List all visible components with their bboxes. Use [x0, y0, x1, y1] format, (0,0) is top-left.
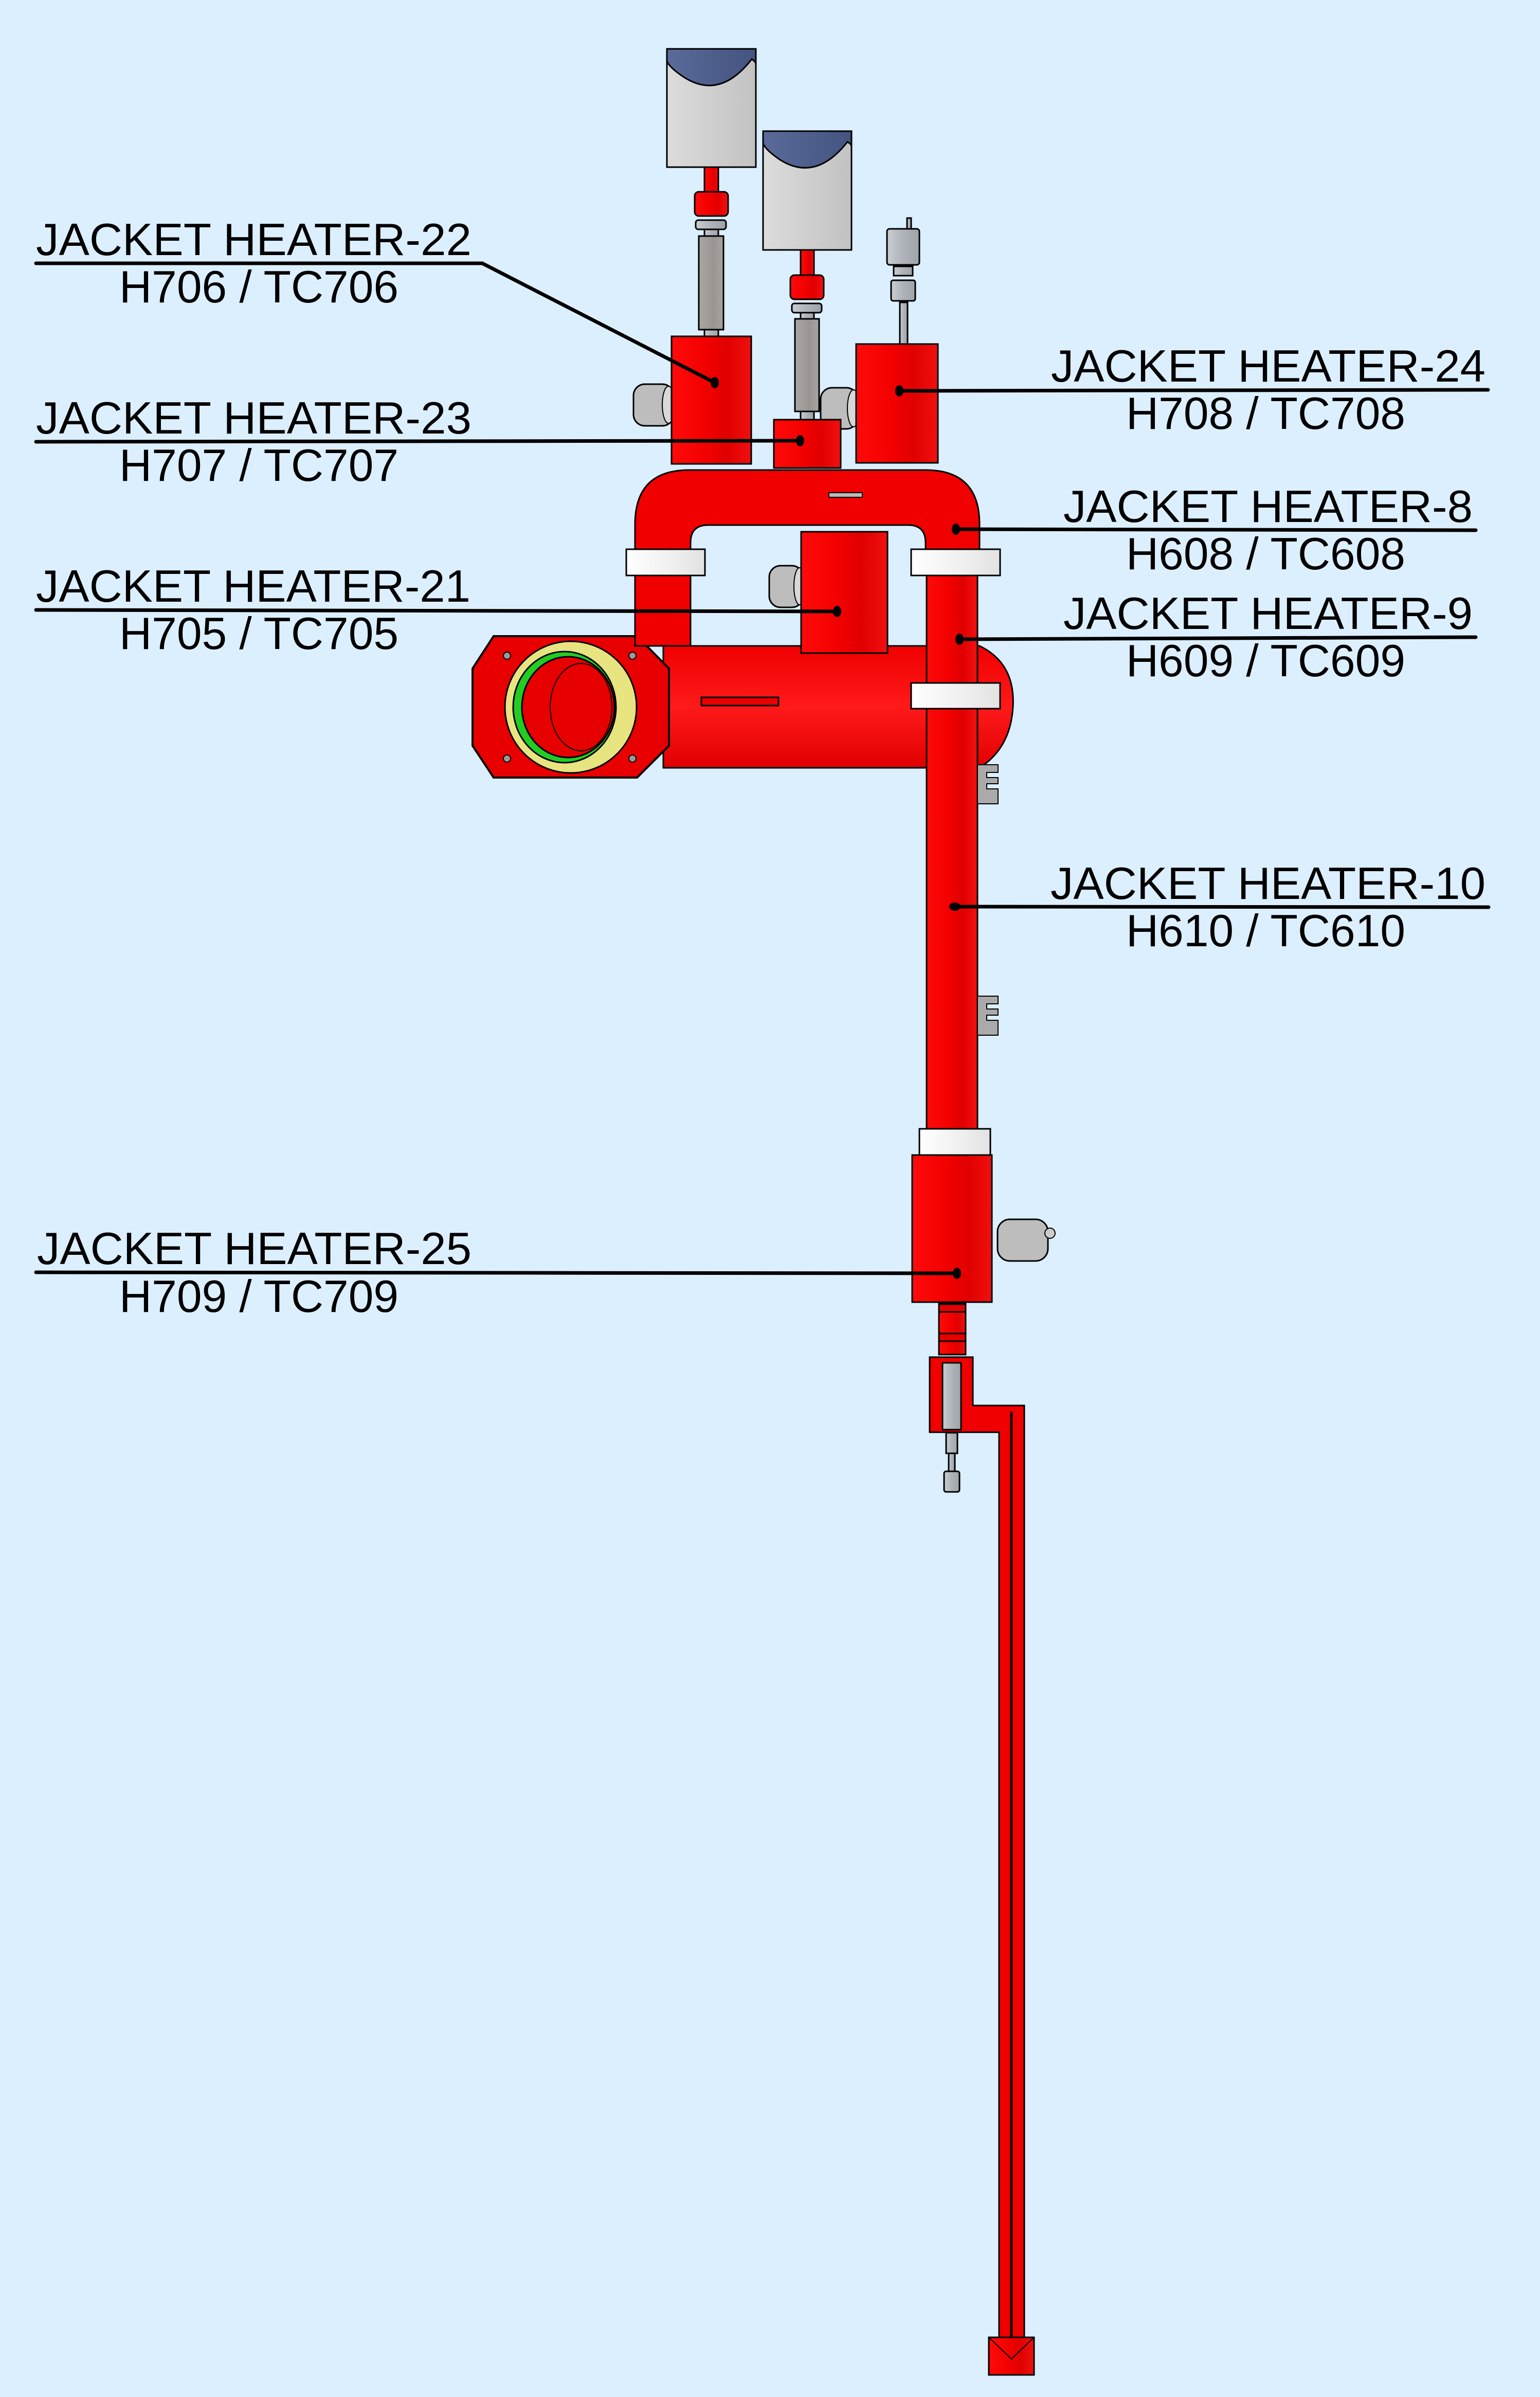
- u-bend-pipe: [634, 469, 981, 647]
- heater-block-23: [773, 419, 842, 469]
- label-jacket-heater-25: JACKET HEATER-25 H709 / TC709: [37, 1223, 472, 1322]
- heater-tags: H608 / TC608: [1126, 528, 1405, 579]
- heater-name: JACKET HEATER-25: [37, 1223, 472, 1274]
- temperature-sensor-icon: [886, 217, 920, 356]
- heater-block-21: [800, 531, 889, 654]
- heater-block-25: [911, 1154, 993, 1303]
- heater-name: JACKET HEATER-22: [36, 214, 472, 265]
- heater-tags: H705 / TC705: [119, 608, 398, 659]
- main-body: [662, 645, 1014, 769]
- pipe-collar: [625, 548, 706, 576]
- heater-tags: H707 / TC707: [119, 440, 398, 491]
- viewport-flange: [472, 635, 670, 779]
- heater-tags: H706 / TC706: [119, 261, 398, 312]
- side-gauge-icon: [768, 565, 806, 608]
- label-jacket-heater-10: JACKET HEATER-10 H610 / TC610: [1050, 858, 1485, 956]
- heater-name: JACKET HEATER-9: [1063, 588, 1473, 639]
- heater-labels: JACKET HEATER-22 H706 / TC706 JACKET HEA…: [36, 214, 1485, 1322]
- heater-name: JACKET HEATER-8: [1063, 481, 1473, 532]
- label-jacket-heater-24: JACKET HEATER-24 H708 / TC708: [1051, 340, 1485, 439]
- label-jacket-heater-21: JACKET HEATER-21 H705 / TC705: [36, 561, 470, 659]
- pipe-collar: [910, 548, 1001, 576]
- label-jacket-heater-9: JACKET HEATER-9 H609 / TC609: [1063, 588, 1473, 686]
- pipe-collar: [918, 1128, 991, 1156]
- heater-name: JACKET HEATER-10: [1050, 858, 1485, 909]
- heater-block-24: [855, 343, 939, 464]
- heater-tags: H709 / TC709: [119, 1271, 398, 1322]
- heater-name: JACKET HEATER-23: [36, 392, 472, 443]
- side-gauge-icon: [997, 1218, 1056, 1262]
- heater-tags: H708 / TC708: [1126, 388, 1405, 439]
- heater-tags: H610 / TC610: [1126, 905, 1405, 956]
- leader-lines: [34, 261, 1491, 1279]
- label-jacket-heater-23: JACKET HEATER-23 H707 / TC707: [36, 392, 472, 491]
- label-jacket-heater-8: JACKET HEATER-8 H608 / TC608: [1063, 481, 1473, 579]
- heater-block-22: [671, 335, 752, 465]
- side-gauge-icon: [632, 383, 675, 427]
- heater-name: JACKET HEATER-24: [1051, 340, 1485, 391]
- pipe-collar: [910, 682, 1001, 710]
- bracket: [929, 1356, 1025, 2338]
- label-jacket-heater-22: JACKET HEATER-22 H706 / TC706: [36, 214, 472, 312]
- pressure-gauge-icon: [666, 48, 757, 338]
- vertical-tube: [926, 574, 979, 1130]
- heater-name: JACKET HEATER-21: [36, 561, 470, 611]
- tube-foot: [988, 2336, 1035, 2376]
- pressure-gauge-icon: [762, 130, 853, 421]
- heater-tags: H609 / TC609: [1126, 635, 1405, 686]
- assembly-drawing: [472, 48, 1056, 2376]
